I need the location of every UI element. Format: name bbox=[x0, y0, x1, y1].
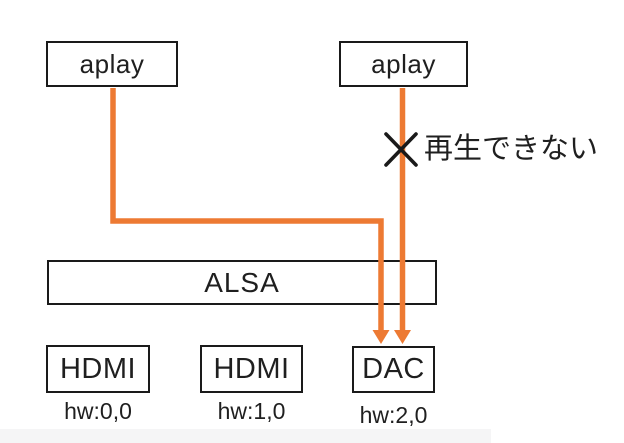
blocked-annotation-text: 再生できない bbox=[424, 133, 599, 165]
node-hdmi0: HDMI bbox=[46, 345, 150, 393]
cross-icon bbox=[384, 132, 418, 167]
node-aplay-left-label: aplay bbox=[79, 48, 145, 79]
node-hdmi1-label: HDMI bbox=[213, 352, 290, 385]
node-dac: DAC bbox=[352, 346, 435, 393]
node-aplay-right-label: aplay bbox=[371, 48, 436, 79]
node-alsa-label: ALSA bbox=[204, 266, 280, 298]
arrowhead-right bbox=[394, 330, 411, 344]
node-aplay-left: aplay bbox=[46, 41, 178, 87]
device-label-hw10: hw:1,0 bbox=[217, 398, 286, 424]
arrowhead-left bbox=[372, 330, 390, 344]
bottom-strip bbox=[0, 429, 491, 443]
blocked-annotation: 再生できない bbox=[384, 131, 598, 168]
node-dac-label: DAC bbox=[362, 353, 425, 385]
node-alsa: ALSA bbox=[47, 260, 437, 305]
device-label-hw00: hw:0,0 bbox=[64, 398, 132, 424]
node-hdmi0-label: HDMI bbox=[59, 352, 137, 385]
node-hdmi1: HDMI bbox=[200, 345, 303, 393]
node-aplay-right: aplay bbox=[339, 41, 468, 87]
device-label-hw20: hw:2,0 bbox=[359, 402, 428, 428]
